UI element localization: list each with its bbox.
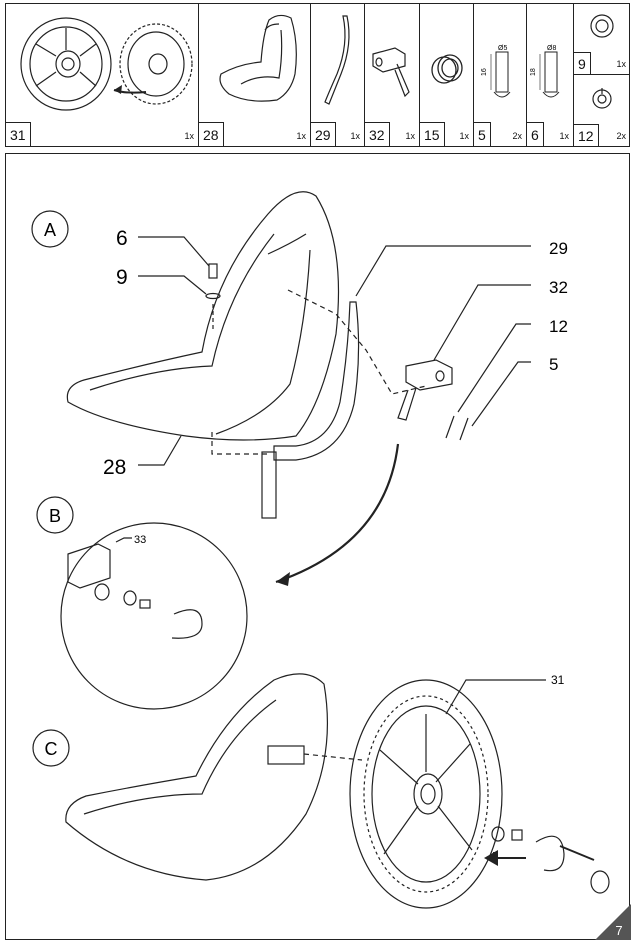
callout-33: 33 [134,534,146,546]
step-label-a: A [44,220,56,240]
part-cell-15: 15 1x [420,4,474,146]
part-quantity: 1x [184,131,194,141]
callout-9: 9 [116,266,128,289]
part-quantity: 2x [616,131,626,141]
steering-bracket-illustration [324,15,350,105]
part-number: 12 [574,124,599,146]
part-cell-32: 32 1x [365,4,420,146]
part-number: 29 [311,122,336,146]
callout-5: 5 [549,355,558,374]
length-label: 16 [481,68,488,76]
axle-bracket-illustration [372,47,410,98]
callout-12: 12 [549,317,568,336]
part-quantity: 1x [405,131,415,141]
part-number: 32 [365,122,390,146]
part-cell-5: Ø5 16 5 2x [474,4,527,146]
diameter-label: Ø5 [498,45,507,52]
washer-illustration [590,14,614,38]
part-number: 15 [420,122,445,146]
callout-28: 28 [103,456,126,479]
part-number: 5 [474,122,491,146]
part-number: 31 [6,122,31,146]
lock-washer-illustration [592,88,612,109]
part-cell-9: 9 1x [573,4,629,75]
part-quantity: 1x [616,59,626,69]
bolt-illustration: Ø5 16 [481,45,511,98]
seat-illustration [219,14,297,102]
part-number: 6 [527,122,544,146]
part-cell-12: 12 2x [573,75,629,146]
step-label-c: C [45,739,58,759]
callout-31: 31 [551,673,565,687]
part-quantity: 1x [559,131,569,141]
part-quantity: 2x [512,131,522,141]
parts-table: 31 1x 28 1x 29 1x 32 1x [5,3,630,147]
part-number: 28 [199,122,224,146]
part-cell-29: 29 1x [311,4,365,146]
cap-illustration [431,54,463,84]
callout-32: 32 [549,278,568,297]
page-number: 7 [615,923,622,938]
part-cell-28: 28 1x [199,4,311,146]
assembly-panel: A B C 6 9 28 29 32 12 5 33 31 7 [5,153,631,940]
part-number: 9 [574,52,591,74]
part-quantity: 1x [296,131,306,141]
callout-6: 6 [116,227,128,250]
wheel-illustration [20,17,193,111]
step-label-b: B [49,506,61,526]
part-cell-6: Ø8 18 6 1x [527,4,574,146]
part-cell-31: 31 1x [6,4,199,146]
callout-29: 29 [549,239,568,258]
diameter-label: Ø8 [547,45,556,52]
part-quantity: 1x [459,131,469,141]
bolt-illustration: Ø8 18 [530,45,560,98]
length-label: 18 [530,68,537,76]
assembly-illustration: A B C 6 9 28 29 32 12 5 33 31 7 [31,191,631,940]
part-quantity: 1x [350,131,360,141]
